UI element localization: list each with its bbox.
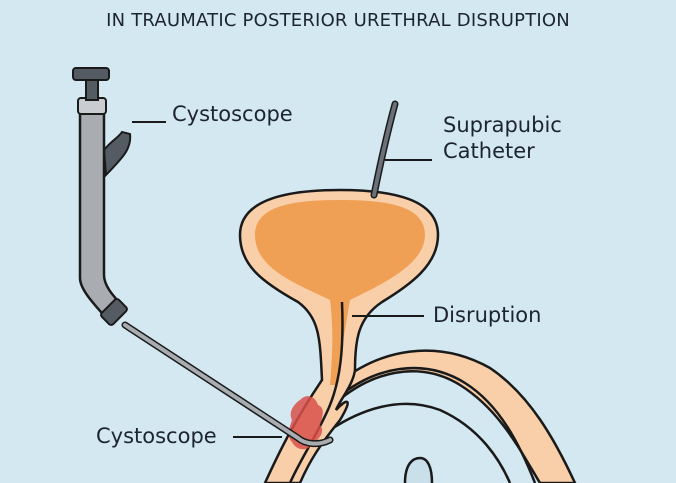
urethra-arch	[328, 349, 577, 483]
label-suprapubic: Suprapubic	[443, 113, 562, 137]
diagram-title: IN TRAUMATIC POSTERIOR URETHRAL DISRUPTI…	[106, 10, 570, 31]
cystoscope-instrument	[72, 67, 334, 448]
bladder	[238, 188, 440, 483]
label-cystoscope-top: Cystoscope	[172, 102, 293, 126]
label-cystoscope-bottom: Cystoscope	[96, 424, 217, 448]
label-catheter: Catheter	[443, 139, 535, 163]
label-disruption: Disruption	[433, 303, 542, 327]
